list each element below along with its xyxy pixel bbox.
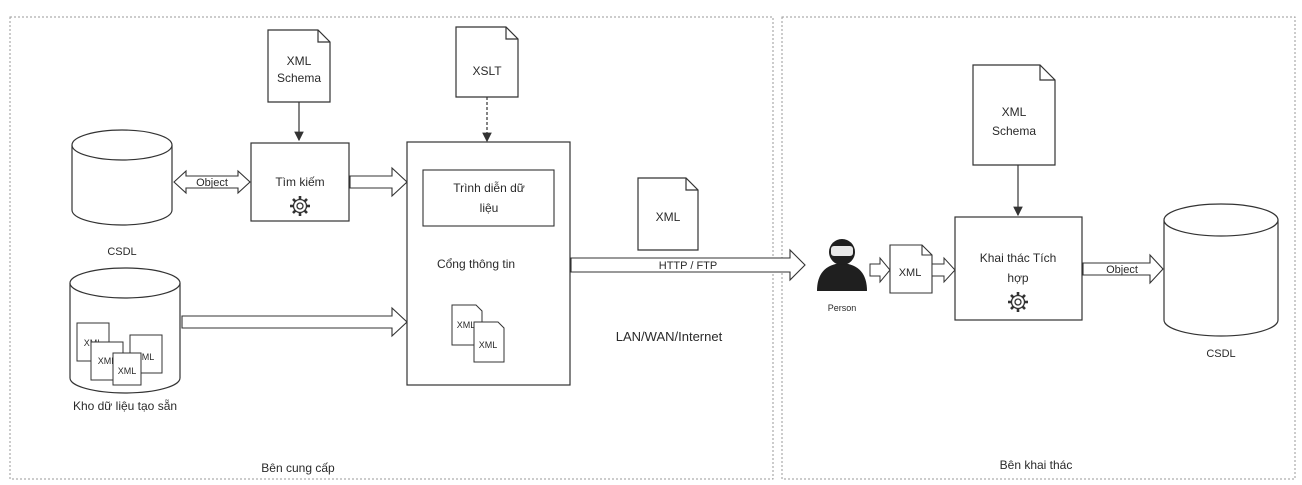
integration-process-box: Khai thác Tích hợp xyxy=(954,216,1083,321)
consumer-object-arrow: Object xyxy=(1082,253,1164,285)
svg-text:XML: XML xyxy=(118,366,137,376)
information-portal-box: Trình diễn dữ liệu Cổng thông tin XML XM… xyxy=(406,141,571,386)
xml-to-integrate-arrow xyxy=(931,256,956,284)
consumer-db-label: CSDL xyxy=(1206,348,1235,360)
http-ftp-arrow xyxy=(570,248,806,282)
search-label: Tìm kiếm xyxy=(275,175,324,189)
store-to-portal-arrow xyxy=(181,306,408,338)
portal-xml-files-icon: XML XML xyxy=(451,304,505,363)
render-label-line2: liệu xyxy=(480,201,499,215)
svg-text:ML: ML xyxy=(142,352,155,362)
consumer-schema-line2: Schema xyxy=(992,124,1036,138)
xslt-document-icon: XSLT xyxy=(455,26,519,98)
consumer-schema-line1: XML xyxy=(1002,105,1027,119)
person-to-xml-arrow xyxy=(869,256,891,284)
render-label-line1: Trình diễn dữ xyxy=(453,180,525,195)
network-xml-document-icon: XML xyxy=(637,177,699,251)
data-store-label: Kho dữ liệu tạo sẵn xyxy=(73,398,177,413)
consumer-caption: Bên khai thác xyxy=(1000,458,1073,472)
xml-schema-document-icon: XML Schema xyxy=(267,29,331,103)
provider-zone xyxy=(9,16,774,480)
consumer-database-icon: CSDL xyxy=(1163,203,1279,360)
xslt-doc-label: XSLT xyxy=(472,64,502,78)
integrate-label-line1: Khai thác Tích xyxy=(980,251,1057,265)
provider-db-label: CSDL xyxy=(107,246,136,258)
provider-caption: Bên cung cấp xyxy=(261,461,335,475)
xml-schema-doc-line1: XML xyxy=(287,54,312,68)
search-to-portal-arrow xyxy=(349,166,408,198)
search-process-box: Tìm kiếm xyxy=(250,142,350,222)
svg-text:XML: XML xyxy=(457,320,476,330)
person-label: Person xyxy=(828,303,857,313)
provider-database-icon: CSDL xyxy=(71,129,173,258)
consumer-xml-label: XML xyxy=(899,267,922,279)
object-arrow-label: Object xyxy=(196,177,228,189)
object-bidirectional-arrow: Object xyxy=(173,169,251,195)
portal-label: Cổng thông tin xyxy=(437,257,515,271)
svg-text:XML: XML xyxy=(98,356,117,366)
consumer-xml-document-icon: XML xyxy=(889,244,933,294)
person-icon: Person xyxy=(817,239,867,313)
data-rendering-box xyxy=(422,169,555,227)
network-xml-label: XML xyxy=(656,210,681,224)
network-label: LAN/WAN/Internet xyxy=(616,329,723,344)
protocol-label: HTTP / FTP xyxy=(659,260,717,272)
integrate-label-line2: hợp xyxy=(1007,271,1029,285)
xml-schema-doc-line2: Schema xyxy=(277,71,321,85)
consumer-zone xyxy=(781,16,1296,480)
consumer-xml-schema-document-icon: XML Schema xyxy=(972,64,1056,166)
store-xml-files-icon: XML ML XML XML xyxy=(76,322,163,386)
svg-text:XML: XML xyxy=(479,340,498,350)
consumer-object-label: Object xyxy=(1106,264,1138,276)
